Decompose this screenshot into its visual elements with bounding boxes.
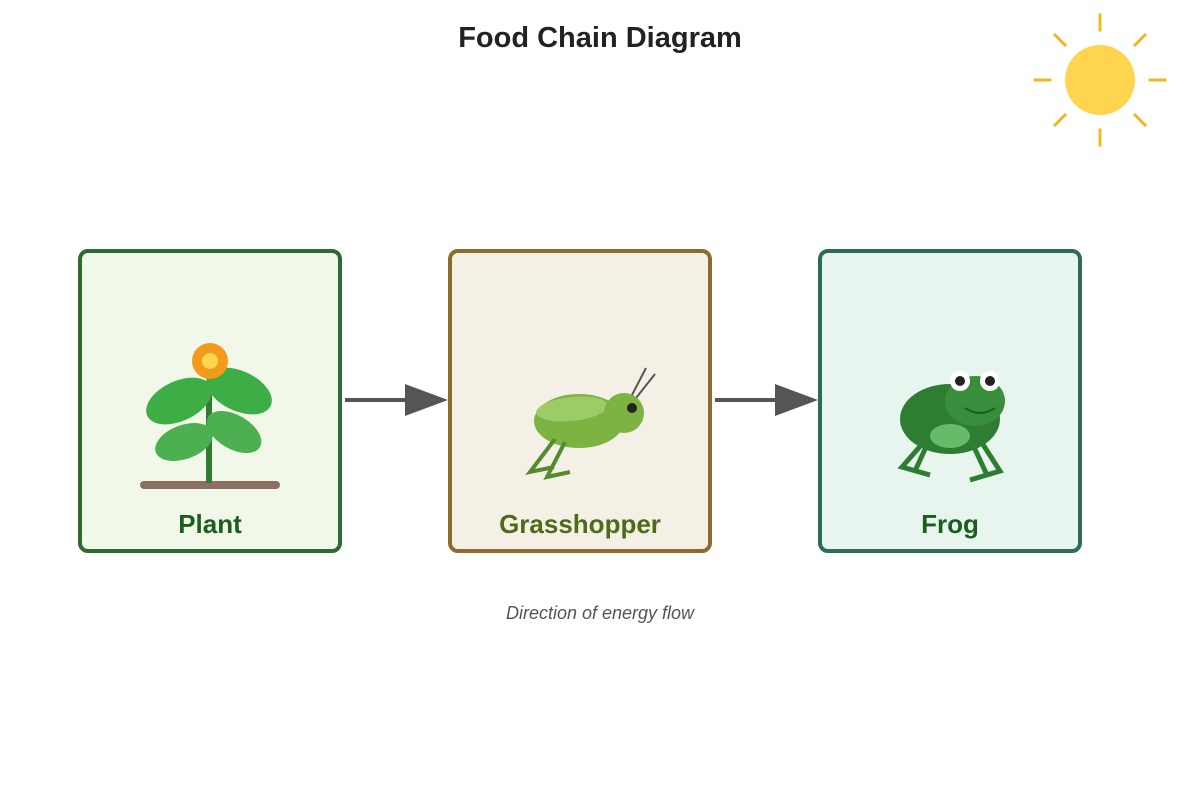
organism-card-plant: Plant (78, 249, 342, 553)
frog-icon (897, 371, 1005, 483)
organism-card-grasshopper: Grasshopper (448, 249, 712, 553)
organism-label: Frog (921, 509, 979, 539)
energy-flow-caption: Direction of energy flow (505, 603, 695, 623)
arrow-right-icon (715, 384, 818, 416)
arrow-right-icon (345, 384, 448, 416)
organism-card-frog: Frog (818, 249, 1082, 553)
organism-label: Grasshopper (499, 509, 661, 539)
plant-icon (140, 343, 280, 489)
grasshopper-icon (525, 367, 656, 480)
page-title: Food Chain Diagram (458, 22, 742, 54)
sun-icon (1033, 13, 1167, 147)
organism-label: Plant (178, 509, 242, 539)
